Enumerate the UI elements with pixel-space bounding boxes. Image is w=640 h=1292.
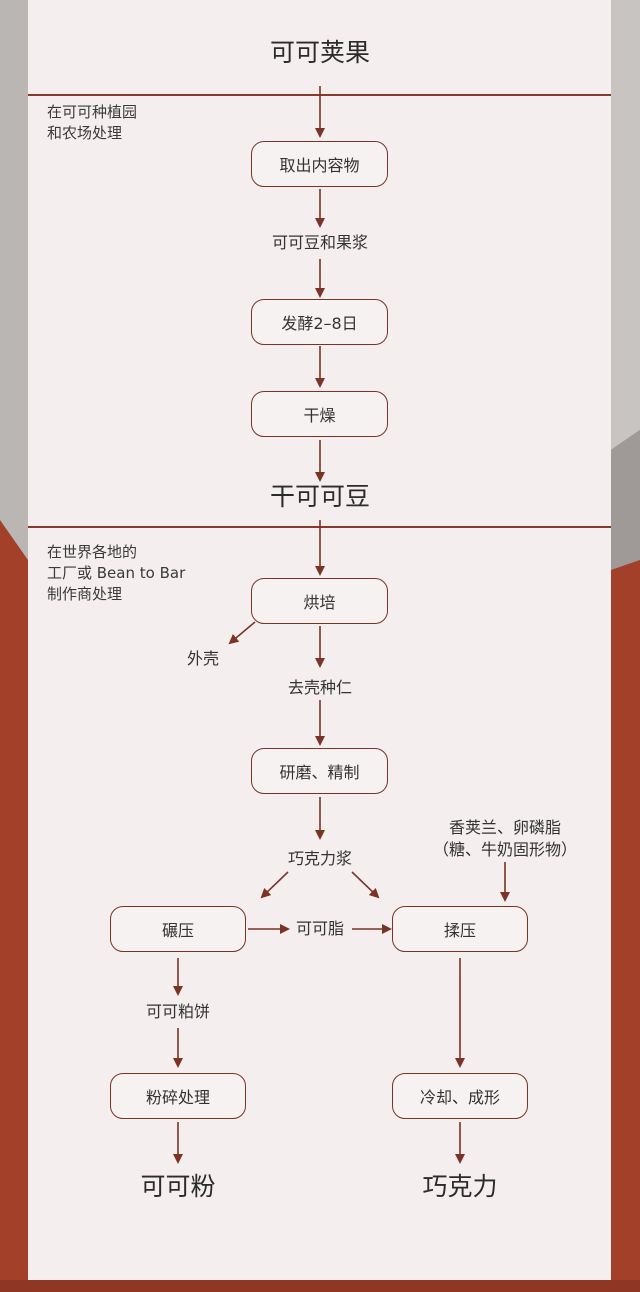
chocolate-output: 巧克力 [422, 1172, 498, 1201]
step-cool-mould: 冷却、成形 [392, 1073, 528, 1119]
byproduct-shell: 外壳 [186, 649, 219, 668]
section-label-farm: 在可可种植园 和农场处理 [47, 103, 138, 142]
cocoa-cake: 可可粕饼 [145, 1002, 210, 1021]
cocoa-butter: 可可脂 [295, 919, 344, 938]
additives-label: 香荚兰、卵磷脂 （糖、牛奶固形物） [432, 818, 577, 859]
step-pulverize: 粉碎处理 [110, 1073, 246, 1119]
step-grind-refine: 研磨、精制 [251, 748, 388, 794]
step-press: 碾压 [110, 906, 246, 952]
dry-cocoa-beans: 干可可豆 [269, 482, 370, 511]
arrow-roast-to-shell [228, 621, 256, 645]
chocolate-liquor: 巧克力浆 [287, 849, 352, 868]
cocoa-powder-output: 可可粉 [140, 1172, 216, 1201]
arrow-liquor-to-press [260, 871, 289, 899]
step-roast: 烘培 [251, 578, 388, 624]
section-label-factory: 在世界各地的 工厂或 Bean to Bar 制作商处理 [47, 543, 186, 603]
step-extract: 取出内容物 [251, 141, 388, 187]
step-nibs: 去壳种仁 [287, 678, 352, 697]
step-conche: 揉压 [392, 906, 528, 952]
step-beans-pulp: 可可豆和果浆 [271, 233, 368, 252]
step-ferment: 发酵2–8日 [251, 299, 388, 345]
cocoa-pod-title: 可可荚果 [269, 38, 370, 67]
arrow-liquor-to-conche [351, 871, 380, 899]
step-dry: 干燥 [251, 391, 388, 437]
